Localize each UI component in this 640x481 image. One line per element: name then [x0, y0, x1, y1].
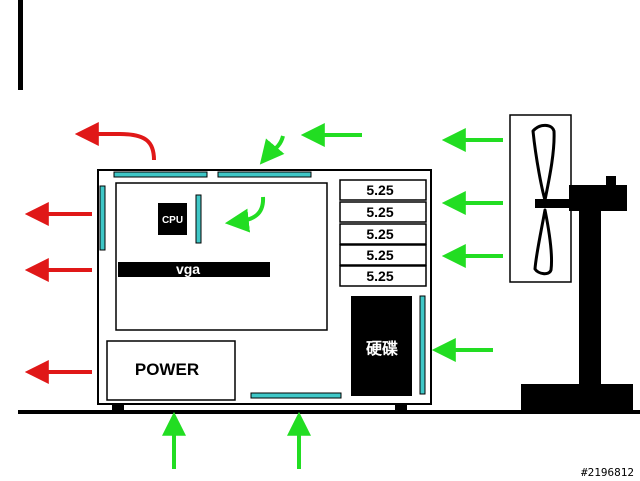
cpu-chip — [158, 203, 187, 235]
edge-bar — [18, 0, 23, 90]
fan-blade-lower — [533, 208, 553, 276]
case-foot-right — [395, 404, 407, 412]
cpu-label: CPU — [162, 215, 183, 226]
motherboard — [115, 182, 328, 331]
watermark: #2196812 — [581, 466, 634, 479]
bay-3 — [339, 223, 427, 245]
fan-icon — [509, 114, 633, 414]
fan-frame — [509, 114, 572, 283]
bay-label: 5.25 — [366, 268, 393, 284]
bay-label: 5.25 — [366, 182, 393, 198]
floor-line — [18, 410, 640, 414]
fan-axle — [535, 199, 573, 208]
bay-5 — [339, 265, 427, 287]
fan-pole — [579, 208, 601, 388]
intake-arrows — [162, 123, 503, 469]
exhaust-arrows — [24, 122, 156, 384]
bay-label: 5.25 — [366, 204, 393, 220]
vent-left-side — [99, 185, 106, 251]
fan-motor-cap — [606, 176, 616, 186]
bay-label: 5.25 — [366, 226, 393, 242]
fan-motor — [569, 185, 627, 211]
vga-label: vga — [176, 261, 200, 277]
case-foot-left — [112, 404, 124, 412]
red-arrow-icon — [74, 122, 156, 161]
vent-bottom — [250, 392, 342, 399]
bay-4 — [339, 244, 427, 266]
vents — [99, 171, 426, 399]
green-arrow-icon — [224, 196, 266, 233]
vent-top-left — [113, 171, 208, 178]
drive-bays: 5.25 5.25 5.25 5.25 5.25 — [339, 179, 427, 287]
fan-base — [521, 384, 633, 414]
vent-right-side — [419, 295, 426, 395]
bay-label: 5.25 — [366, 247, 393, 263]
power-label: POWER — [135, 360, 199, 379]
green-arrow-icon — [259, 135, 285, 165]
hard-drive — [351, 296, 412, 396]
bay-2 — [339, 201, 427, 223]
bay-1 — [339, 179, 427, 201]
vent-top-right — [217, 171, 312, 178]
vga-card — [118, 262, 270, 277]
vent-cpu-side — [195, 194, 202, 244]
fan-blade-upper — [531, 123, 556, 202]
hard-drive-label: 硬碟 — [366, 340, 398, 358]
power-supply — [106, 340, 236, 401]
